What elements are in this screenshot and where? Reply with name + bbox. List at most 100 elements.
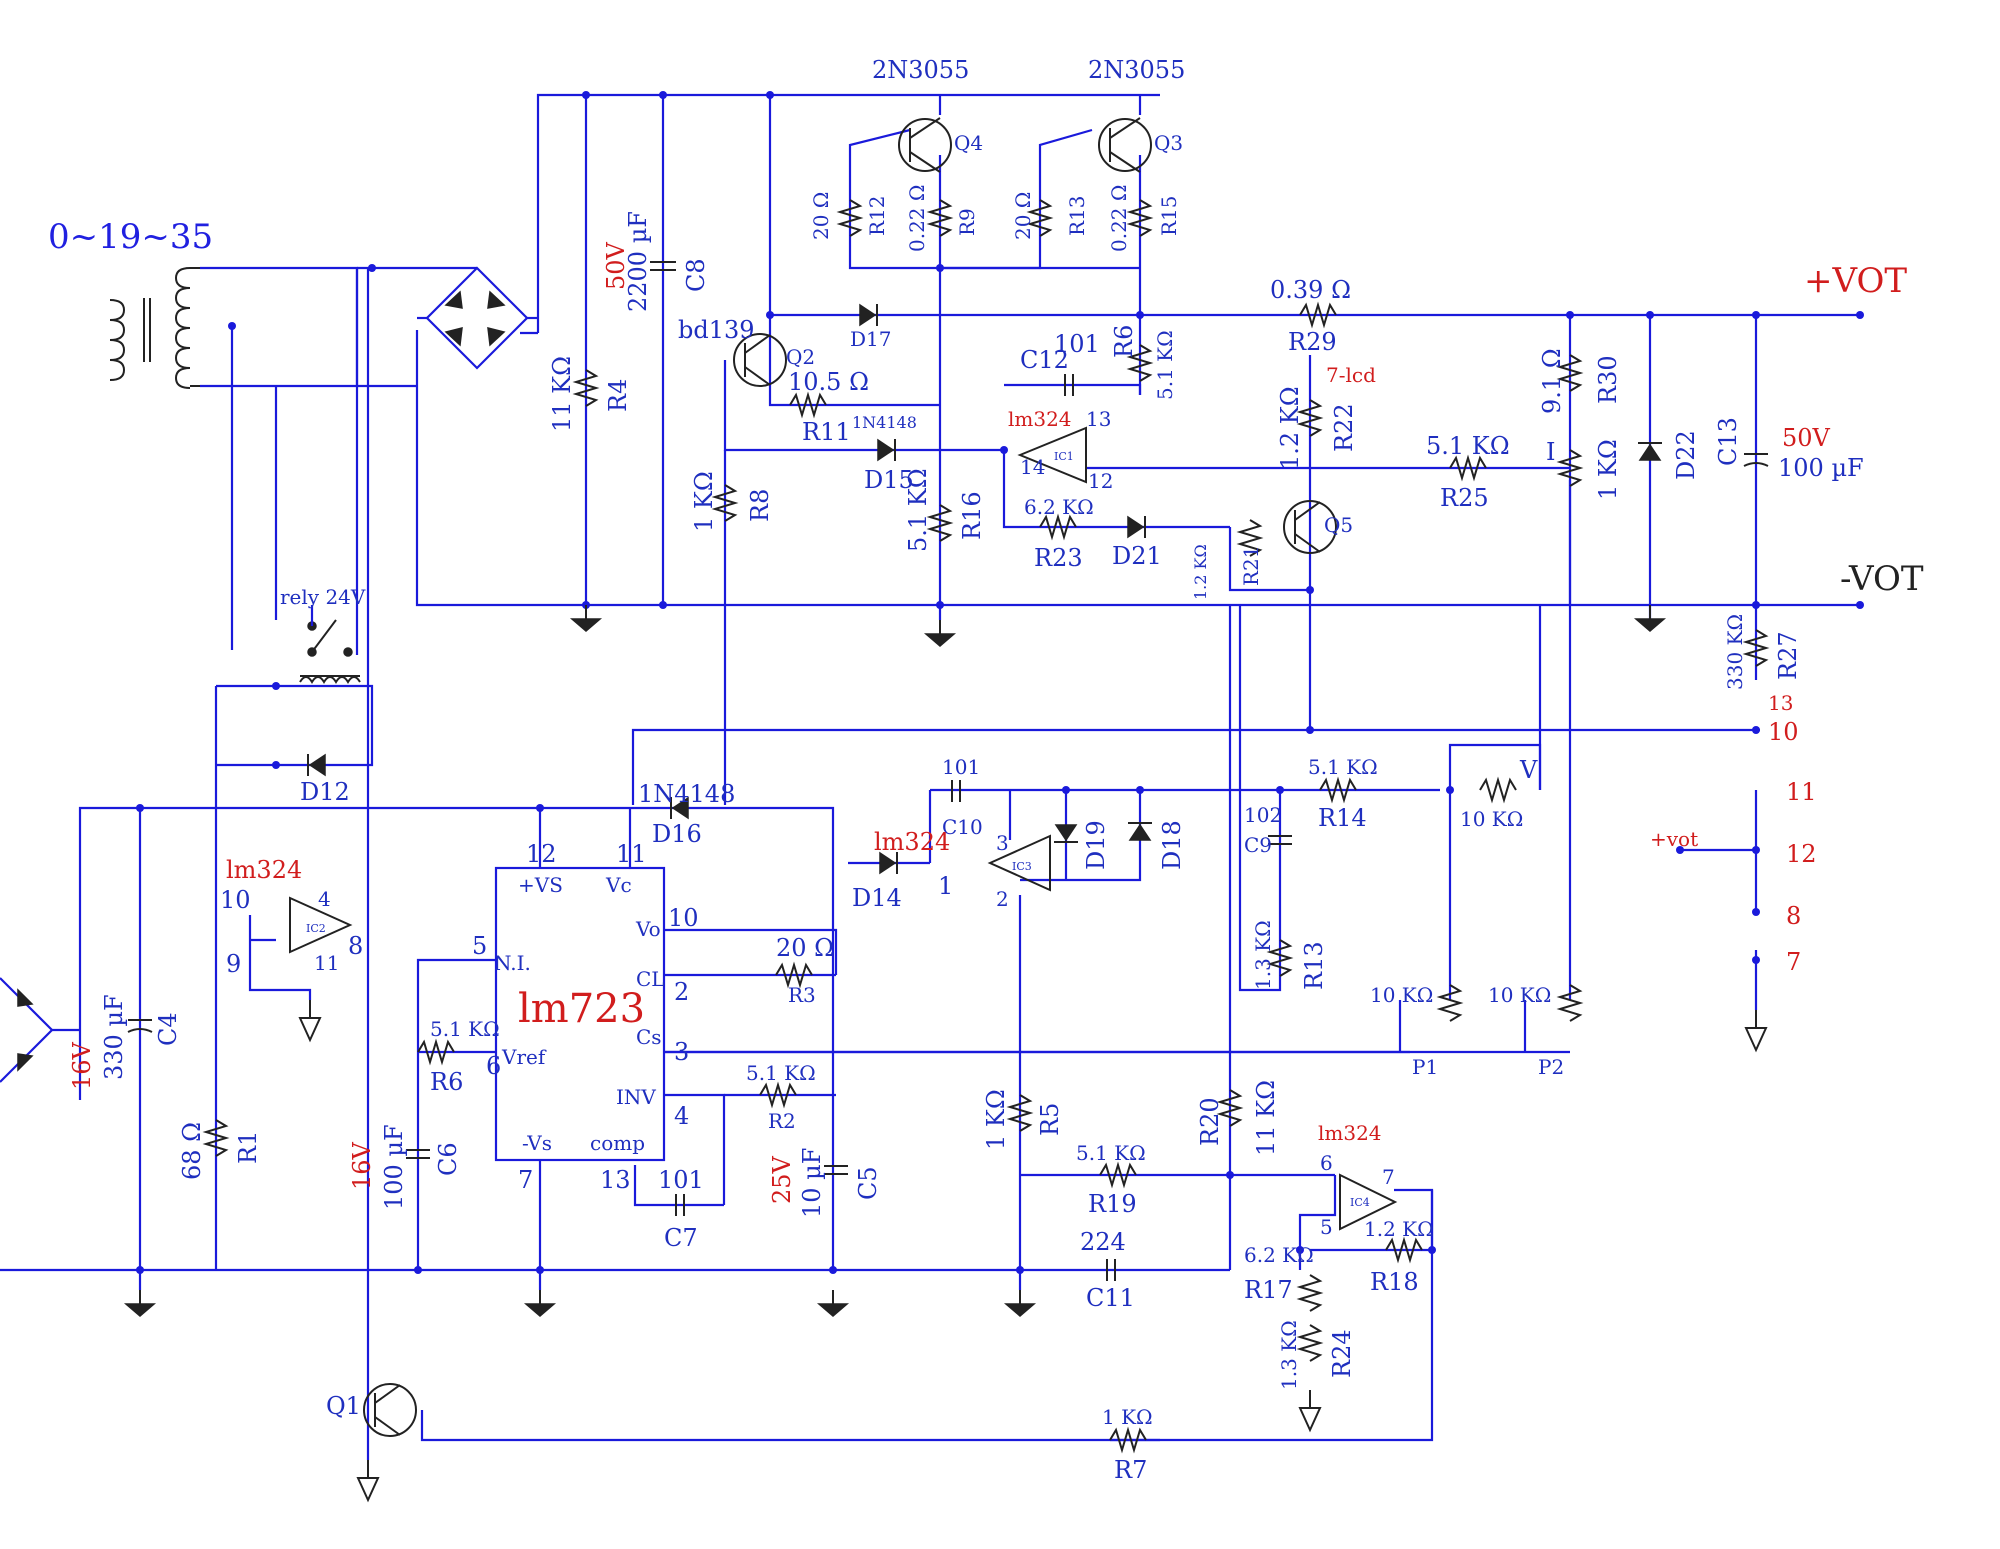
d15-type: 1N4148 xyxy=(852,413,917,432)
opamp-ic4 xyxy=(1339,1173,1398,1231)
d21-ref: D21 xyxy=(1112,542,1162,570)
r29-value: 0.39 Ω xyxy=(1270,276,1351,304)
opamp-ic2 xyxy=(289,896,353,954)
r25-ref: R25 xyxy=(1440,484,1489,512)
lm723-label-vs: +VS xyxy=(518,873,563,897)
d14-ref: D14 xyxy=(852,884,902,912)
wiring xyxy=(0,93,1860,1460)
r12-ref: R12 xyxy=(865,195,889,236)
r9-value: 0.22 Ω xyxy=(905,185,929,252)
r17-ref: R17 xyxy=(1244,1276,1293,1304)
ic2-pin-9: 9 xyxy=(226,950,241,978)
r11-ref: R11 xyxy=(802,418,851,446)
p2-value: 10 KΩ xyxy=(1488,983,1551,1007)
ic4-pin-5: 5 xyxy=(1320,1215,1333,1239)
r19-ref: R19 xyxy=(1088,1190,1137,1218)
connector-pin-12: 12 xyxy=(1786,840,1817,868)
r30-ref: R30 xyxy=(1594,355,1622,404)
ic3-pin-1: 1 xyxy=(938,872,953,900)
r1-value: 68 Ω xyxy=(178,1122,206,1180)
r25-value: 5.1 KΩ xyxy=(1426,432,1510,460)
c4-ref: C4 xyxy=(154,1012,182,1046)
pot-i-value: 1 KΩ xyxy=(1594,439,1622,500)
r22-ref: R22 xyxy=(1330,403,1358,452)
bridge-rectifier-b1 xyxy=(417,266,538,370)
bridge-rectifier-b2 xyxy=(0,977,80,1083)
r7-ref: R7 xyxy=(1114,1456,1147,1484)
ic1-tag: IC1 xyxy=(1054,450,1074,463)
r8-ref: R8 xyxy=(746,489,774,522)
lm723-label-vo: Vo xyxy=(635,917,661,941)
c8-value: 2200 µF xyxy=(624,211,652,312)
ic2-pin-4: 4 xyxy=(318,887,331,911)
lm723-pin-5: 5 xyxy=(472,932,487,960)
transistor-symbols xyxy=(363,117,1337,1437)
r6-top-value: 5.1 KΩ xyxy=(1153,330,1177,400)
c5-ref: C5 xyxy=(854,1166,882,1200)
r21-ref: R21 xyxy=(1239,545,1263,586)
p2-ref: P2 xyxy=(1538,1055,1564,1079)
lm723-label-vc: Vc xyxy=(605,873,632,897)
r22-value: 1.2 KΩ xyxy=(1276,386,1304,470)
ic4-tag: IC4 xyxy=(1350,1196,1370,1209)
lm723-label-cs: Cs xyxy=(636,1025,662,1049)
d15-ref: D15 xyxy=(864,466,914,494)
lm723-pin-3: 3 xyxy=(674,1038,689,1066)
r2-value: 5.1 KΩ xyxy=(746,1061,816,1085)
c9-value: 102 xyxy=(1244,803,1282,827)
c6-voltage: 16V xyxy=(348,1141,376,1190)
lm723-pin-10: 10 xyxy=(668,904,699,932)
r5-value: 1 KΩ xyxy=(982,1089,1010,1150)
ic1-name: lm324 xyxy=(1008,407,1072,431)
opamp-ic3 xyxy=(987,834,1051,892)
r13-low-ref: R13 xyxy=(1300,941,1328,990)
ic4-pin-6: 6 xyxy=(1320,1151,1333,1175)
r24-ref: R24 xyxy=(1328,1329,1356,1378)
opamp-ic1 xyxy=(1017,426,1087,484)
capacitors xyxy=(127,261,1769,1281)
q3-type: 2N3055 xyxy=(1088,56,1185,84)
d17-ref: D17 xyxy=(850,327,891,351)
r4-value: 11 KΩ xyxy=(548,356,576,432)
r19-value: 5.1 KΩ xyxy=(1076,1141,1146,1165)
lm723-pin-7: 7 xyxy=(518,1166,533,1194)
c13-ref: C13 xyxy=(1714,417,1742,466)
lm723-label-comp: comp xyxy=(590,1131,645,1155)
q1-ref: Q1 xyxy=(326,1392,361,1420)
c9-ref: C9 xyxy=(1244,833,1272,857)
d16-ref: D16 xyxy=(652,820,702,848)
r27-value: 330 KΩ xyxy=(1723,614,1747,690)
ic3-pin-2: 2 xyxy=(996,887,1009,911)
r3-value: 20 Ω xyxy=(776,934,834,962)
ic3-pin-3: 3 xyxy=(996,831,1009,855)
r20-value: 11 KΩ xyxy=(1252,1080,1280,1156)
d19-ref: D19 xyxy=(1082,820,1110,870)
r12-value: 20 Ω xyxy=(809,192,833,240)
lm723-label-neg-vs: -Vs xyxy=(522,1131,552,1155)
d12-ref: D12 xyxy=(300,778,350,806)
relay-label: rely 24V xyxy=(280,585,366,609)
c7-ref: C7 xyxy=(664,1224,698,1252)
q4-type: 2N3055 xyxy=(872,56,969,84)
resistors xyxy=(202,199,1770,1454)
r18-ref: R18 xyxy=(1370,1268,1419,1296)
ic2-tag: IC2 xyxy=(306,922,326,935)
r1-ref: R1 xyxy=(234,1131,262,1164)
lm723-pin-12: 12 xyxy=(526,840,557,868)
c8-voltage: 50V xyxy=(602,241,630,290)
lm723-pin-11: 11 xyxy=(616,840,647,868)
lm723-label-inv: INV xyxy=(616,1085,656,1109)
ic1-pin-12: 12 xyxy=(1088,469,1113,493)
ic4-pin-7: 7 xyxy=(1382,1165,1395,1189)
ic3-tag: IC3 xyxy=(1012,860,1032,873)
q2-type: bd139 xyxy=(678,316,755,344)
pot-v-ref: V xyxy=(1519,756,1538,784)
r8-value: 1 KΩ xyxy=(690,471,718,532)
connector-pin-11: 11 xyxy=(1786,778,1817,806)
r16-value: 5.1 KΩ xyxy=(904,468,932,552)
pos-rail-label: +VOT xyxy=(1804,261,1907,301)
r16-ref: R16 xyxy=(958,491,986,540)
r5-ref: R5 xyxy=(1036,1103,1064,1136)
lm723-label-ni: N.I. xyxy=(494,951,531,975)
